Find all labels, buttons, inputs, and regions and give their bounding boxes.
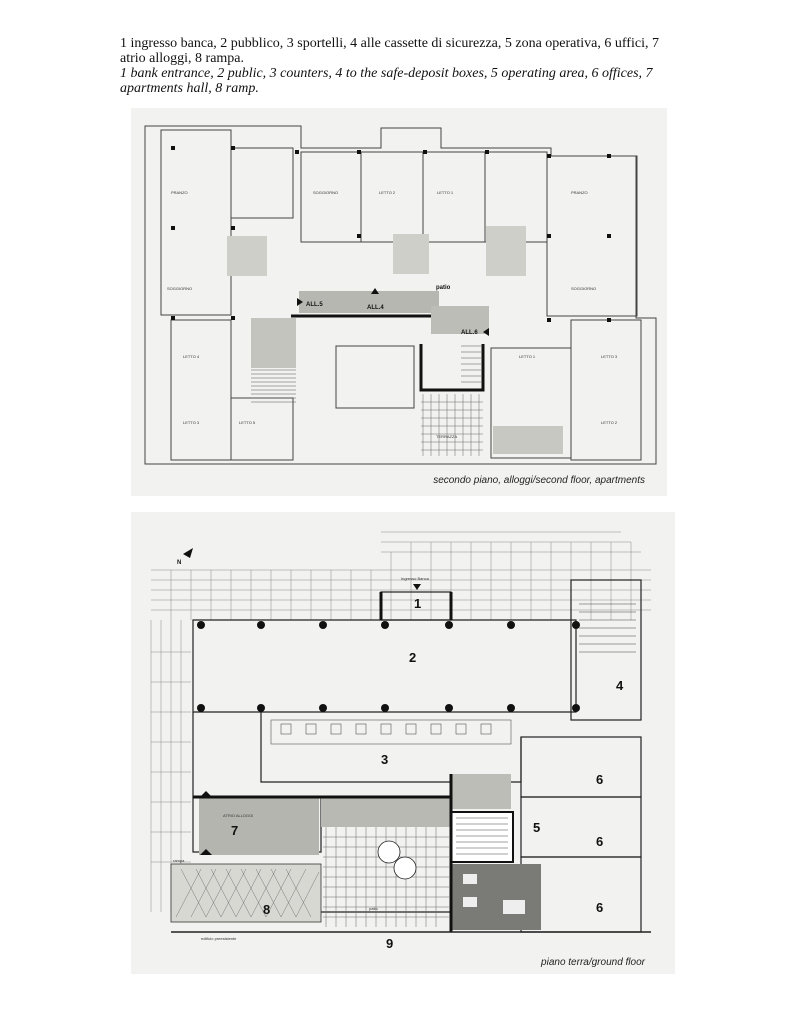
north-label: N bbox=[177, 560, 181, 566]
svg-text:SOGGIORNO: SOGGIORNO bbox=[571, 286, 596, 291]
svg-text:LETTO 4: LETTO 4 bbox=[183, 354, 200, 359]
label-6a: 6 bbox=[596, 772, 603, 787]
arrow-icon bbox=[371, 288, 379, 294]
label-6b: 6 bbox=[596, 834, 603, 849]
label-5: 5 bbox=[533, 820, 540, 835]
preesistente-label: edificio preesistente bbox=[201, 936, 237, 941]
entrance-arrow-icon bbox=[413, 584, 421, 590]
arrow-icon bbox=[297, 298, 303, 306]
tree-icon bbox=[393, 856, 417, 880]
patio-label: patio bbox=[369, 906, 378, 911]
all5-label: ALL.5 bbox=[306, 302, 323, 308]
svg-text:LETTO 3: LETTO 3 bbox=[601, 354, 618, 359]
all6-label: ALL.6 bbox=[461, 330, 478, 336]
ground-floor-caption: piano terra/ground floor bbox=[541, 957, 645, 968]
label-7: 7 bbox=[231, 823, 238, 838]
all4-label: ALL.4 bbox=[367, 305, 384, 311]
svg-text:LETTO 1: LETTO 1 bbox=[519, 354, 536, 359]
svg-text:SOGGIORNO: SOGGIORNO bbox=[167, 286, 192, 291]
second-floor-plan: PRANZO SOGGIORNO LETTO 2 LETTO 1 PRANZO … bbox=[131, 108, 667, 496]
label-4: 4 bbox=[616, 678, 624, 693]
svg-text:LETTO 1: LETTO 1 bbox=[437, 190, 454, 195]
public-hall-outline bbox=[192, 619, 577, 713]
second-floor-caption: secondo piano, alloggi/second floor, apa… bbox=[433, 475, 645, 486]
arrow-icon bbox=[483, 328, 489, 336]
svg-text:PRANZO: PRANZO bbox=[571, 190, 588, 195]
svg-text:TERRAZZA: TERRAZZA bbox=[436, 434, 457, 439]
svg-text:LETTO 3: LETTO 3 bbox=[183, 420, 200, 425]
ramp-area bbox=[170, 863, 322, 923]
svg-text:LETTO 2: LETTO 2 bbox=[601, 420, 618, 425]
label-9: 9 bbox=[386, 936, 393, 951]
ground-floor-drawing: N Ingresso Banca ATRIO ALLOGGI rampa pat… bbox=[150, 531, 651, 951]
patio-label: patio bbox=[436, 285, 451, 291]
tree-icon bbox=[377, 840, 401, 864]
legend-english: 1 bank entrance, 2 public, 3 counters, 4… bbox=[120, 66, 653, 96]
svg-text:PRANZO: PRANZO bbox=[171, 190, 188, 195]
apartments-hall-shaded bbox=[199, 797, 319, 855]
label-2: 2 bbox=[409, 650, 416, 665]
second-floor-drawing: PRANZO SOGGIORNO LETTO 2 LETTO 1 PRANZO … bbox=[144, 125, 657, 465]
legend-italian: 1 ingresso banca, 2 pubblico, 3 sportell… bbox=[120, 36, 659, 66]
plan-legend: 1 ingresso banca, 2 pubblico, 3 sportell… bbox=[120, 36, 680, 96]
corridor-shaded bbox=[299, 291, 439, 313]
arrow-icon bbox=[200, 849, 212, 855]
atrio-label: ATRIO ALLOGGI bbox=[223, 813, 253, 818]
svg-text:LETTO 5: LETTO 5 bbox=[239, 420, 256, 425]
label-1: 1 bbox=[414, 596, 421, 611]
entrance-label: Ingresso Banca bbox=[401, 576, 430, 581]
arrow-icon bbox=[200, 791, 212, 797]
north-arrow-icon bbox=[183, 548, 193, 558]
rampa-label: rampa bbox=[173, 858, 185, 863]
svg-text:SOGGIORNO: SOGGIORNO bbox=[313, 190, 338, 195]
label-6c: 6 bbox=[596, 900, 603, 915]
label-8: 8 bbox=[263, 902, 270, 917]
ground-floor-plan: N Ingresso Banca ATRIO ALLOGGI rampa pat… bbox=[131, 512, 675, 974]
label-3: 3 bbox=[381, 752, 388, 767]
svg-text:LETTO 2: LETTO 2 bbox=[379, 190, 396, 195]
